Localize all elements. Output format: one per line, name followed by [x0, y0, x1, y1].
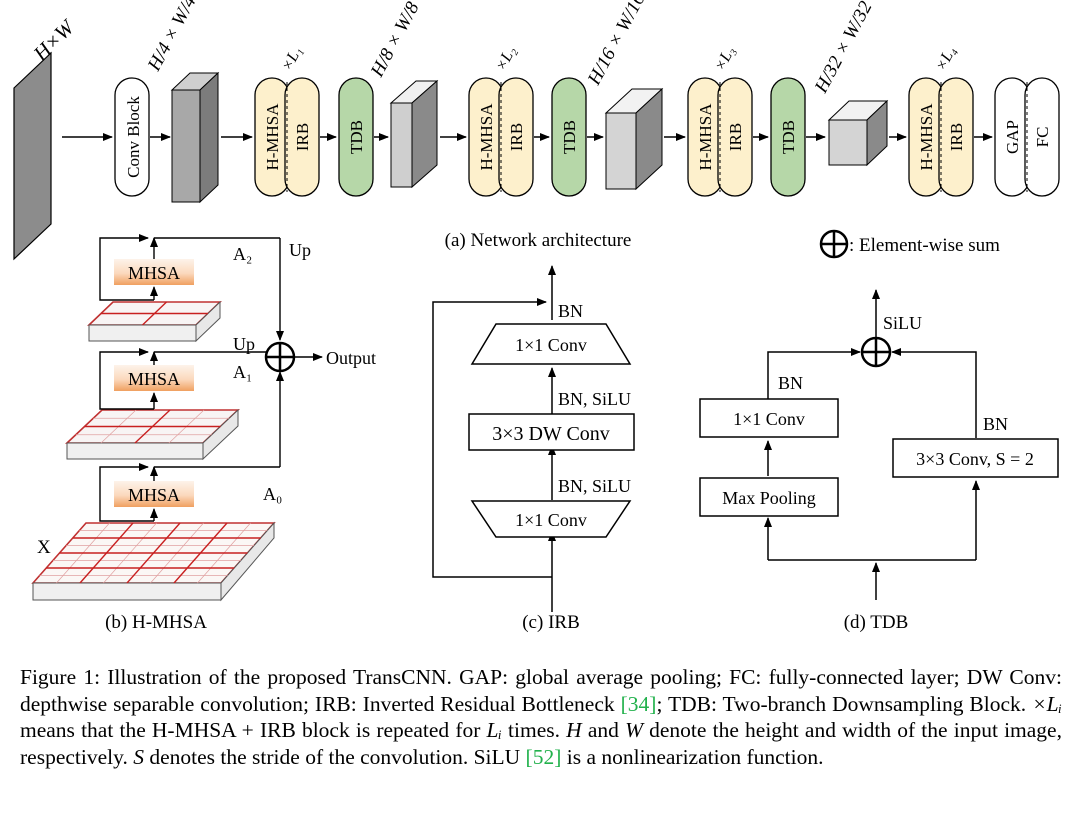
svg-text:BN, SiLU: BN, SiLU	[558, 389, 631, 409]
figure-diagram: H×W Conv Block H/4 × W/4 H-MHSA IRB ×L₁	[13, 0, 1060, 633]
top-grid	[87, 300, 222, 343]
conv-block: Conv Block	[114, 77, 150, 197]
stage2-block: H-MHSA IRB ×L₂	[468, 43, 534, 197]
input-dim-label: H×W	[28, 14, 81, 67]
network-architecture: H×W Conv Block H/4 × W/4 H-MHSA IRB ×L₁	[13, 0, 1060, 261]
h-mhsa-diagram: X MHSA MHSA MHSA	[31, 234, 376, 633]
mhsa-box-2: MHSA	[114, 259, 194, 285]
dim-8-label: H/8 × W/8	[366, 0, 423, 81]
svg-text:IRB: IRB	[293, 123, 312, 151]
svg-text:MHSA: MHSA	[128, 485, 180, 505]
feature-map-32: H/32 × W/32	[810, 0, 889, 167]
svg-text:MHSA: MHSA	[128, 369, 180, 389]
feature-map-4: H/4 × W/4	[143, 0, 220, 204]
svg-text:GAP: GAP	[1003, 120, 1022, 154]
stage3-block: H-MHSA IRB ×L₃	[687, 44, 753, 197]
svg-text:Output: Output	[326, 348, 376, 368]
svg-text:H-MHSA: H-MHSA	[477, 103, 496, 171]
tdb-block-2: TDB	[551, 77, 587, 197]
svg-text:IRB: IRB	[947, 123, 966, 151]
irb-conv-bottom: 1×1 Conv	[470, 500, 632, 538]
dim-4-label: H/4 × W/4	[143, 0, 200, 75]
svg-text:IRB: IRB	[507, 123, 526, 151]
svg-text:FC: FC	[1033, 127, 1052, 148]
tdb-block-1: TDB	[338, 77, 374, 197]
citation-52[interactable]: [52]	[525, 744, 562, 769]
h-mhsa-sum-node	[264, 341, 296, 373]
svg-text:Up: Up	[289, 240, 311, 260]
svg-text:A₁: A₁	[233, 362, 252, 382]
svg-text:1×1 Conv: 1×1 Conv	[515, 510, 587, 530]
svg-text:Up: Up	[233, 334, 255, 354]
caption-d: (d) TDB	[844, 612, 909, 633]
feature-map-16: H/16 × W/16	[583, 0, 664, 191]
middle-grid	[64, 408, 241, 461]
svg-text:1×1 Conv: 1×1 Conv	[515, 335, 587, 355]
tdb-conv-3x3: 3×3 Conv, S = 2	[892, 438, 1059, 478]
caption-a: (a) Network architecture	[445, 230, 632, 251]
tdb-conv-1x1: 1×1 Conv	[699, 398, 839, 438]
stage1-block: H-MHSA IRB ×L₁	[254, 44, 320, 197]
irb-dw-conv: 3×3 DW Conv	[468, 413, 635, 451]
irb-diagram: 1×1 Conv 3×3 DW Conv 1×1 Conv BN BN, SiL…	[432, 265, 635, 633]
dim-32-label: H/32 × W/32	[810, 0, 876, 97]
mhsa-box-0: MHSA	[114, 481, 194, 507]
mhsa-box-1: MHSA	[114, 365, 194, 391]
svg-text:H-MHSA: H-MHSA	[917, 103, 936, 171]
svg-text:TDB: TDB	[347, 120, 366, 154]
h-mhsa-connections	[99, 234, 323, 522]
svg-text:MHSA: MHSA	[128, 263, 180, 283]
x-label: X	[37, 537, 51, 558]
element-wise-sum-legend: : Element-wise sum	[819, 229, 1000, 259]
svg-text:H-MHSA: H-MHSA	[696, 103, 715, 171]
stage4-block: H-MHSA IRB ×L₄	[908, 44, 974, 197]
svg-text:1×1 Conv: 1×1 Conv	[733, 409, 805, 429]
gap-fc-block: GAP FC	[994, 77, 1060, 197]
caption-c: (c) IRB	[522, 612, 580, 633]
svg-text:BN, SiLU: BN, SiLU	[558, 476, 631, 496]
svg-text:3×3 DW Conv: 3×3 DW Conv	[492, 423, 610, 445]
citation-34[interactable]: [34]	[620, 691, 657, 716]
tdb-block-3: TDB	[770, 77, 806, 197]
repeat-2-label: ×L₂	[493, 43, 520, 74]
svg-text:3×3 Conv, S = 2: 3×3 Conv, S = 2	[916, 449, 1034, 469]
tdb-max-pooling: Max Pooling	[699, 477, 839, 517]
svg-text:Conv Block: Conv Block	[124, 96, 143, 178]
repeat-4-label: ×L₄	[933, 44, 960, 74]
irb-conv-top: 1×1 Conv	[470, 323, 632, 365]
svg-text:BN: BN	[778, 373, 803, 393]
repeat-3-label: ×L₃	[712, 44, 739, 74]
figure-caption: Figure 1: Illustration of the proposed T…	[20, 665, 1062, 769]
svg-text:IRB: IRB	[726, 123, 745, 151]
svg-text:TDB: TDB	[779, 120, 798, 154]
svg-text:A₀: A₀	[263, 484, 282, 504]
svg-text:SiLU: SiLU	[883, 313, 922, 333]
svg-text:H-MHSA: H-MHSA	[263, 103, 282, 171]
svg-text:TDB: TDB	[560, 120, 579, 154]
svg-text:Max Pooling: Max Pooling	[722, 488, 816, 508]
feature-map-8: H/8 × W/8	[366, 0, 439, 189]
caption-b: (b) H-MHSA	[105, 612, 207, 633]
repeat-1-label: ×L₁	[279, 44, 306, 74]
svg-text:BN: BN	[983, 414, 1008, 434]
svg-text:BN: BN	[558, 301, 583, 321]
dim-16-label: H/16 × W/16	[583, 0, 649, 89]
input-grid-x: X	[31, 521, 276, 602]
tdb-sum-node	[860, 336, 892, 368]
svg-text:: Element-wise sum: : Element-wise sum	[849, 235, 1000, 256]
svg-text:A₂: A₂	[233, 244, 252, 264]
tdb-diagram: Max Pooling 1×1 Conv 3×3 Conv, S = 2 SiL…	[699, 289, 1059, 633]
